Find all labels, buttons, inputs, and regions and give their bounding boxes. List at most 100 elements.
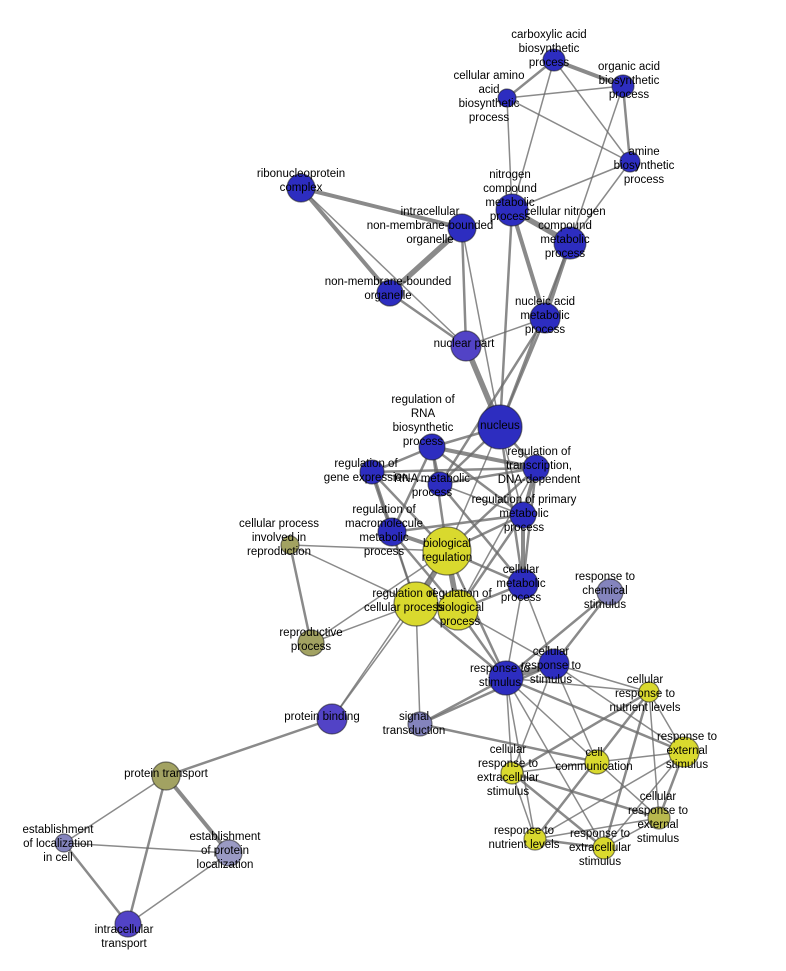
graph-edge[interactable] [390, 445, 434, 534]
graph-edge[interactable] [505, 677, 650, 693]
graph-edge[interactable] [504, 590, 612, 680]
graph-edge[interactable] [63, 842, 230, 854]
node-ribonucleoprotein-complex[interactable] [286, 173, 316, 203]
graph-edge[interactable] [504, 676, 686, 754]
graph-edge[interactable] [164, 774, 231, 855]
node-organic-acid-biosynthetic-process[interactable] [611, 74, 635, 98]
node-protein-binding[interactable] [316, 703, 348, 735]
graph-edge[interactable] [602, 690, 651, 850]
graph-edge[interactable] [511, 772, 536, 840]
node-biological-regulation[interactable] [422, 526, 472, 576]
node-carboxylic-acid-biosynthetic-process[interactable] [542, 48, 566, 72]
graph-edge[interactable] [438, 466, 538, 486]
node-regulation-of-biological-process[interactable] [437, 589, 479, 631]
graph-edge[interactable] [387, 225, 465, 296]
graph-edge[interactable] [569, 161, 631, 244]
node-response-to-nutrient-levels[interactable] [523, 827, 547, 851]
graph-edge[interactable] [126, 774, 168, 926]
graph-edge[interactable] [511, 761, 598, 774]
graph-edge[interactable] [603, 751, 685, 849]
graph-edge[interactable] [439, 483, 524, 516]
graph-edge[interactable] [300, 187, 467, 347]
node-response-to-external-stimulus[interactable] [668, 736, 700, 768]
node-response-to-extracellular-stimulus[interactable] [592, 836, 616, 860]
graph-edge[interactable] [289, 544, 448, 552]
graph-edge[interactable] [460, 226, 468, 348]
graph-edge[interactable] [569, 85, 624, 244]
graph-edge[interactable] [552, 58, 625, 88]
node-signal-transduction[interactable] [407, 711, 433, 737]
graph-edge[interactable] [505, 677, 598, 763]
node-cellular-nitrogen-compound-metabolic-process[interactable] [553, 226, 587, 260]
node-rna-metabolic-process[interactable] [427, 471, 453, 497]
node-regulation-of-rna-biosynthetic-process[interactable] [418, 433, 446, 461]
graph-edge[interactable] [511, 59, 555, 211]
graph-edge[interactable] [430, 445, 538, 470]
node-cell-communication[interactable] [584, 749, 610, 775]
graph-edge[interactable] [299, 186, 464, 230]
node-cellular-response-to-nutrient-levels[interactable] [638, 681, 660, 703]
node-regulation-of-cellular-process[interactable] [393, 581, 439, 627]
graph-edge[interactable] [461, 227, 501, 428]
node-cellular-process-involved-in-reproduction[interactable] [280, 535, 300, 555]
node-regulation-of-gene-expression[interactable] [359, 459, 385, 485]
graph-edge[interactable] [506, 97, 631, 163]
node-cellular-response-to-stimulus[interactable] [538, 648, 570, 680]
graph-edge[interactable] [63, 775, 167, 844]
graph-edge[interactable] [553, 59, 631, 163]
graph-edge[interactable] [534, 751, 685, 840]
graph-edge[interactable] [127, 852, 230, 925]
node-nucleic-acid-metabolic-process[interactable] [529, 302, 561, 334]
graph-edge[interactable] [553, 663, 650, 693]
node-cellular-metabolic-process[interactable] [507, 568, 539, 600]
node-nuclear-part[interactable] [450, 330, 482, 362]
graph-edge[interactable] [310, 550, 448, 644]
graph-edge[interactable] [164, 717, 334, 778]
node-cellular-response-to-external-stimulus[interactable] [647, 806, 671, 830]
graph-edge[interactable] [418, 722, 599, 764]
graph-edge[interactable] [457, 467, 537, 611]
node-protein-transport[interactable] [151, 761, 181, 791]
node-regulation-of-primary-metabolic-process[interactable] [509, 501, 537, 529]
graph-edge[interactable] [505, 677, 536, 840]
graph-edge[interactable] [506, 97, 513, 211]
graph-edge[interactable] [596, 761, 660, 819]
node-intracellular-non-membrane-bounded-organelle[interactable] [447, 213, 477, 243]
graph-edge[interactable] [331, 603, 417, 720]
graph-edge[interactable] [506, 85, 624, 99]
graph-edge[interactable] [510, 208, 547, 320]
graph-edge[interactable] [505, 677, 605, 849]
graph-edge[interactable] [510, 771, 606, 850]
node-regulation-of-transcription-dna-dependent[interactable] [522, 454, 550, 482]
graph-edge[interactable] [511, 161, 631, 211]
node-cellular-amino-acid-biosynthetic-process[interactable] [497, 88, 517, 108]
node-nitrogen-compound-metabolic-process[interactable] [495, 193, 529, 227]
node-response-to-stimulus[interactable] [488, 660, 524, 696]
graph-edge[interactable] [418, 662, 556, 726]
node-establishment-of-protein-localization[interactable] [215, 839, 243, 867]
graph-edge[interactable] [498, 208, 514, 429]
node-intracellular-transport[interactable] [114, 910, 142, 938]
node-nucleus[interactable] [477, 404, 523, 450]
node-response-to-chemical-stimulus[interactable] [596, 578, 624, 606]
graph-edge[interactable] [331, 550, 448, 720]
node-non-membrane-bounded-organelle[interactable] [376, 279, 404, 307]
node-establishment-of-localization-in-cell[interactable] [54, 833, 74, 853]
graph-edge[interactable] [62, 841, 130, 926]
graph-edge[interactable] [534, 817, 660, 840]
graph-edge[interactable] [299, 186, 392, 295]
graph-edge[interactable] [553, 663, 685, 753]
graph-edge[interactable] [288, 543, 313, 645]
node-reproductive-process[interactable] [297, 629, 325, 657]
graph-edge[interactable] [510, 690, 651, 775]
graph-edge[interactable] [430, 445, 525, 517]
graph-edge[interactable] [390, 513, 525, 534]
graph-edge[interactable] [553, 663, 598, 763]
graph-edge[interactable] [370, 466, 538, 474]
node-amine-biosynthetic-process[interactable] [619, 151, 641, 173]
graph-edge[interactable] [621, 84, 632, 164]
node-cellular-response-to-extracellular-stimulus[interactable] [500, 761, 524, 785]
node-regulation-of-macromolecule-metabolic-process[interactable] [377, 517, 407, 547]
graph-edge[interactable] [438, 316, 547, 486]
graph-edge[interactable] [289, 544, 417, 605]
